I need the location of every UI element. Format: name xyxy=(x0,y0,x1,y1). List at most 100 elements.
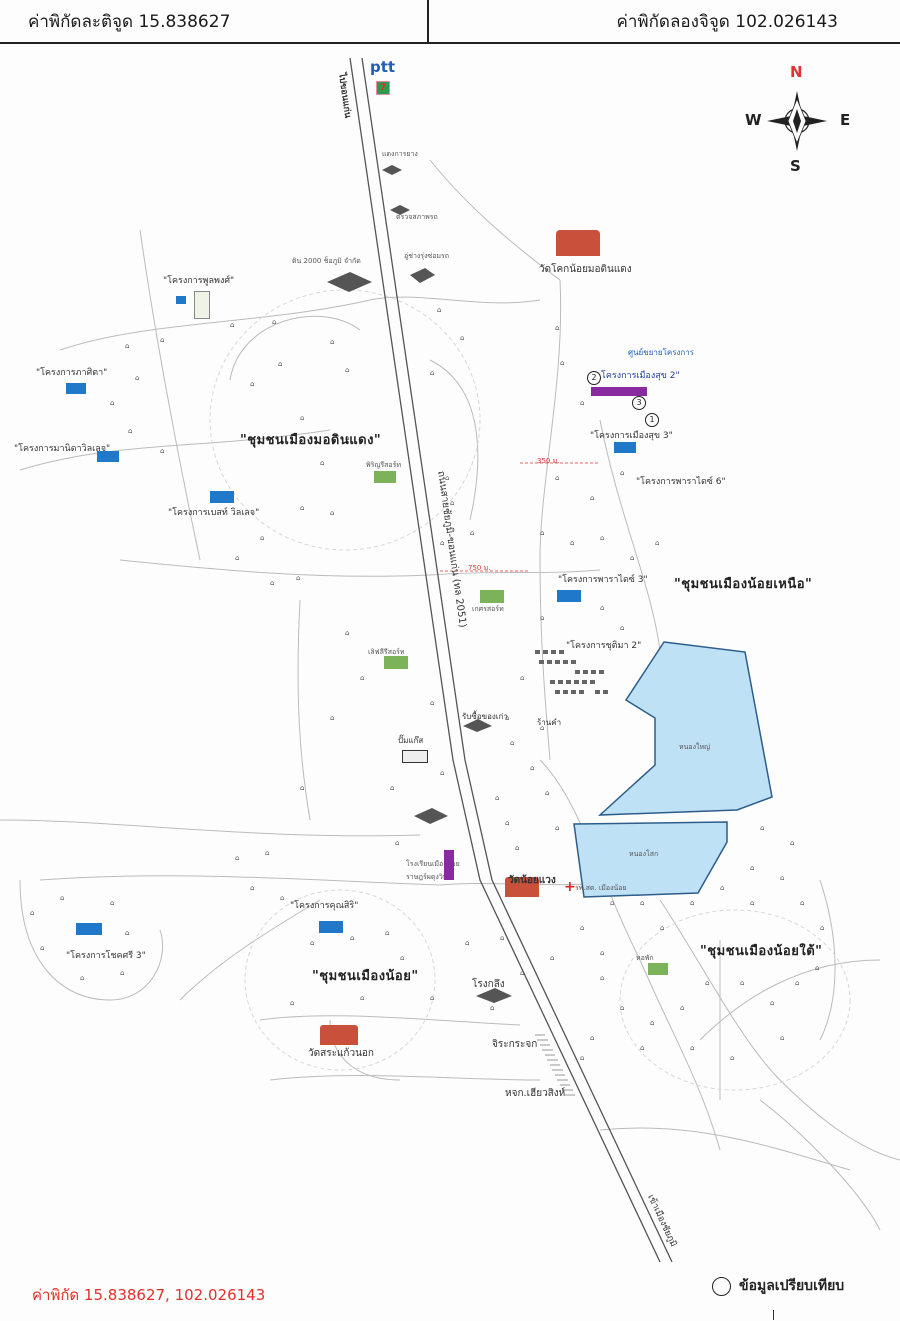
svg-text:⌂: ⌂ xyxy=(690,899,694,907)
svg-text:⌂: ⌂ xyxy=(230,321,234,329)
minor-roads xyxy=(0,159,900,1231)
svg-text:⌂: ⌂ xyxy=(385,929,389,937)
svg-text:⌂: ⌂ xyxy=(490,1004,494,1012)
svg-text:⌂: ⌂ xyxy=(495,794,499,802)
temple-south-label: วัดสระแก้วนอก xyxy=(308,1048,374,1059)
svg-text:⌂: ⌂ xyxy=(515,844,519,852)
svg-text:⌂: ⌂ xyxy=(300,784,304,792)
school-label: โรงเรียนเมืองน้อย xyxy=(406,860,460,868)
svg-text:⌂: ⌂ xyxy=(500,934,504,942)
svg-text:⌂: ⌂ xyxy=(300,414,304,422)
svg-text:⌂: ⌂ xyxy=(360,994,364,1002)
project-plot-icon xyxy=(194,291,210,319)
dorm-label: หอพัก xyxy=(636,954,654,962)
svg-text:⌂: ⌂ xyxy=(437,306,441,314)
svg-text:⌂: ⌂ xyxy=(590,494,594,502)
row-houses xyxy=(535,650,608,694)
svg-text:⌂: ⌂ xyxy=(160,336,164,344)
svg-text:⌂: ⌂ xyxy=(110,899,114,907)
svg-text:⌂: ⌂ xyxy=(750,864,754,872)
svg-text:⌂: ⌂ xyxy=(296,574,300,582)
svg-text:⌂: ⌂ xyxy=(820,924,824,932)
compass-west-label: W xyxy=(745,111,762,129)
house-markers: ⌂⌂⌂⌂ ⌂⌂⌂⌂ ⌂⌂⌂⌂ ⌂⌂⌂⌂ ⌂⌂⌂⌂ ⌂⌂⌂⌂ ⌂⌂⌂⌂ ⌂⌂⌂⌂ … xyxy=(30,306,824,1062)
compass-north-label: N xyxy=(790,63,803,81)
svg-text:⌂: ⌂ xyxy=(440,769,444,777)
longitude-header: ค่าพิกัดลองจิจูด 102.026143 xyxy=(616,11,839,32)
svg-text:⌂: ⌂ xyxy=(590,1034,594,1042)
svg-text:⌂: ⌂ xyxy=(310,939,314,947)
svg-text:⌂: ⌂ xyxy=(800,899,804,907)
svg-text:⌂: ⌂ xyxy=(790,839,794,847)
resort-icon xyxy=(480,590,504,603)
temple-icon xyxy=(320,1025,358,1045)
svg-text:⌂: ⌂ xyxy=(280,894,284,902)
svg-text:⌂: ⌂ xyxy=(465,939,469,947)
buildings xyxy=(327,165,512,1003)
svg-text:⌂: ⌂ xyxy=(580,924,584,932)
project-house-icon xyxy=(319,921,343,933)
svg-text:⌂: ⌂ xyxy=(470,529,474,537)
svg-text:⌂: ⌂ xyxy=(430,369,434,377)
project-label-paradise-3: "โครงการพาราไดซ์ 3" xyxy=(558,575,648,585)
buy-used-label: รับซื้อของเก่า xyxy=(462,712,508,721)
school-flag-icon xyxy=(444,850,454,880)
temple-center-label: วัดน้อยแวง xyxy=(508,875,556,886)
svg-text:⌂: ⌂ xyxy=(345,434,349,442)
footer-tick xyxy=(773,1310,774,1320)
railway-hatch xyxy=(535,1034,575,1096)
svg-text:⌂: ⌂ xyxy=(530,764,534,772)
svg-text:⌂: ⌂ xyxy=(450,499,454,507)
svg-text:⌂: ⌂ xyxy=(545,789,549,797)
pond-nong-yai xyxy=(597,641,773,816)
expansion-note-label: ศูนย์ขยายโครงการ xyxy=(628,348,695,357)
svg-text:⌂: ⌂ xyxy=(780,1034,784,1042)
svg-text:⌂: ⌂ xyxy=(780,874,784,882)
school-label-2: ราษฎร์ผดุงวิทย์ xyxy=(406,873,452,881)
legend-circle-icon xyxy=(712,1276,731,1296)
project-label-paradise-6: "โครงการพาราไดซ์ 6" xyxy=(636,477,726,487)
community-south-east: "ชุมชนเมืองน้อยใต้" xyxy=(700,944,823,959)
svg-text:⌂: ⌂ xyxy=(580,399,584,407)
svg-text:⌂: ⌂ xyxy=(570,539,574,547)
svg-text:⌂: ⌂ xyxy=(430,699,434,707)
coordinates-footer: ค่าพิกัด 15.838627, 102.026143 xyxy=(32,1286,266,1304)
svg-text:⌂: ⌂ xyxy=(278,360,282,368)
svg-text:⌂: ⌂ xyxy=(445,474,449,482)
resort-pirin-label: พิริญรีสอร์ท xyxy=(366,461,401,469)
svg-text:⌂: ⌂ xyxy=(60,894,64,902)
svg-text:⌂: ⌂ xyxy=(330,338,334,346)
svg-text:⌂: ⌂ xyxy=(505,714,509,722)
latitude-header: ค่าพิกัดละติจูด 15.838627 xyxy=(28,11,231,32)
svg-text:⌂: ⌂ xyxy=(125,929,129,937)
svg-text:⌂: ⌂ xyxy=(40,944,44,952)
svg-text:⌂: ⌂ xyxy=(330,714,334,722)
svg-text:⌂: ⌂ xyxy=(680,1004,684,1012)
distance-750-label: 750 ม. xyxy=(468,564,491,572)
svg-text:⌂: ⌂ xyxy=(290,999,294,1007)
svg-text:⌂: ⌂ xyxy=(610,899,614,907)
marker-1: 1 xyxy=(645,413,659,427)
svg-text:⌂: ⌂ xyxy=(300,504,304,512)
project-label-manida: "โครงการมานิดาวิลเลจ" xyxy=(14,444,111,454)
project-house-icon xyxy=(614,442,636,453)
hokor-label: หจก.เฮียวสิงห์ xyxy=(505,1088,566,1099)
community-boundaries xyxy=(209,289,851,1091)
resort-icon xyxy=(374,471,396,483)
svg-text:⌂: ⌂ xyxy=(260,534,264,542)
svg-text:⌂: ⌂ xyxy=(580,1054,584,1062)
svg-text:⌂: ⌂ xyxy=(555,474,559,482)
resort-ket-label: เกศรสอร์ท xyxy=(472,605,504,613)
header-divider xyxy=(0,42,900,44)
svg-text:⌂: ⌂ xyxy=(815,964,819,972)
svg-text:⌂: ⌂ xyxy=(430,994,434,1002)
project-house-icon xyxy=(66,383,86,394)
svg-text:⌂: ⌂ xyxy=(135,374,139,382)
svg-text:⌂: ⌂ xyxy=(620,469,624,477)
svg-text:⌂: ⌂ xyxy=(330,509,334,517)
project-label-phonphong: "โครงการพูลพงศ์" xyxy=(163,276,235,286)
svg-text:⌂: ⌂ xyxy=(540,724,544,732)
svg-text:⌂: ⌂ xyxy=(540,529,544,537)
